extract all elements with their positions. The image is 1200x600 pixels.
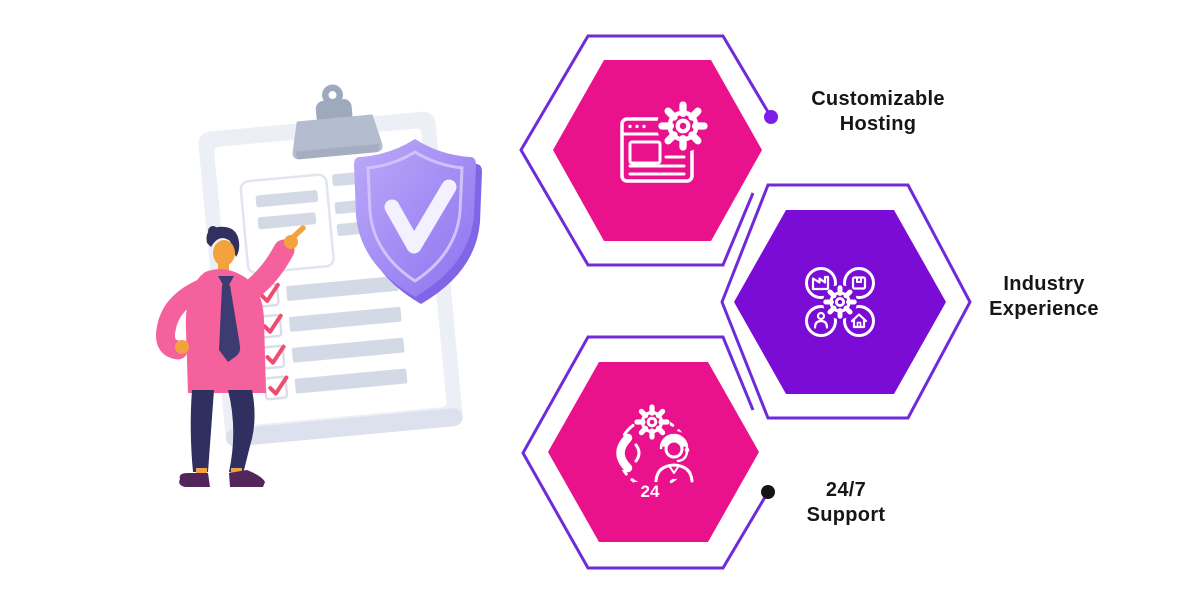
agent-mic <box>676 450 689 463</box>
person-leg-left <box>190 390 214 472</box>
hexagon-outline <box>720 183 972 420</box>
feature-hexagon-24-7-support: 24 <box>521 335 775 570</box>
person-ankle <box>196 468 207 477</box>
box-flap <box>856 276 862 283</box>
checkmark <box>265 344 286 365</box>
shield-inner-outline <box>366 150 464 283</box>
checkmark <box>262 313 283 334</box>
agent-collar <box>669 466 679 474</box>
person-tie <box>219 285 241 362</box>
shield-front <box>354 139 476 297</box>
clipboard-illustration <box>156 84 482 487</box>
person-arm-hip <box>156 278 213 360</box>
person-shoe-left <box>179 473 210 487</box>
agent-shoulders <box>654 463 694 483</box>
agent-earcup <box>684 447 690 453</box>
label-line: Experience <box>989 298 1099 320</box>
checkmark <box>259 282 280 303</box>
icon-text-24: 24 <box>641 482 660 501</box>
person-finger <box>287 225 306 243</box>
hexagon-outline <box>519 34 773 267</box>
factory-glyph <box>811 275 830 291</box>
shield-checkmark <box>384 179 457 254</box>
person-hand-hip <box>175 340 189 354</box>
feature-label-industry-experience: Industry Experience <box>944 272 1144 322</box>
feature-label-24-7-support: 24/7 Support <box>746 478 946 528</box>
person-tie-knot <box>218 276 234 285</box>
person-head <box>213 240 235 266</box>
label-line: Hosting <box>839 113 917 135</box>
feature-hexagon-industry-experience <box>720 183 972 420</box>
person-hair-quiff <box>208 226 218 236</box>
phone-wave <box>634 443 641 463</box>
agent-head <box>664 439 684 459</box>
checklist-row <box>257 306 402 339</box>
connector-dot <box>764 110 778 124</box>
phone-handset-glyph <box>616 433 633 473</box>
checkmark <box>268 375 289 396</box>
label-line: 24/7 <box>825 479 867 501</box>
person-leg-right <box>228 390 255 474</box>
person-shoe-right <box>229 470 265 487</box>
hexagon-fill <box>548 362 759 542</box>
industry-categories-gear-icon <box>805 267 875 337</box>
support-agent-24-icon: 24 <box>612 404 694 501</box>
feature-hexagons: 24 <box>519 34 972 570</box>
checklist-row <box>260 337 405 370</box>
person-neck <box>218 262 229 276</box>
clipboard-bottom-shade <box>225 408 463 447</box>
agent-hair <box>661 433 687 447</box>
label-line: Customizable <box>811 88 945 110</box>
person-glyph-body <box>813 319 829 329</box>
person-pointing <box>156 225 306 487</box>
feature-label-customizable-hosting: Customizable Hosting <box>778 87 978 137</box>
box-glyph <box>851 276 867 290</box>
label-line: Support <box>806 504 886 526</box>
shield-check-icon <box>354 139 482 304</box>
house-glyph-door <box>856 321 862 328</box>
person-glyph <box>816 311 826 321</box>
connector-dot <box>761 485 775 499</box>
label-line: Industry <box>1003 273 1085 295</box>
text-mask <box>634 482 666 498</box>
text-placeholder-bar <box>257 212 317 230</box>
hexagon-fill <box>553 60 762 241</box>
agent-headset-band <box>659 433 689 450</box>
feature-hexagon-customizable-hosting <box>519 34 778 267</box>
clip-hole <box>328 91 337 100</box>
checklist <box>254 275 408 401</box>
clipboard-clip <box>292 84 383 160</box>
hexagon-outline <box>521 335 770 570</box>
text-placeholder-bar <box>255 190 319 208</box>
browser-gear-icon <box>620 100 709 183</box>
